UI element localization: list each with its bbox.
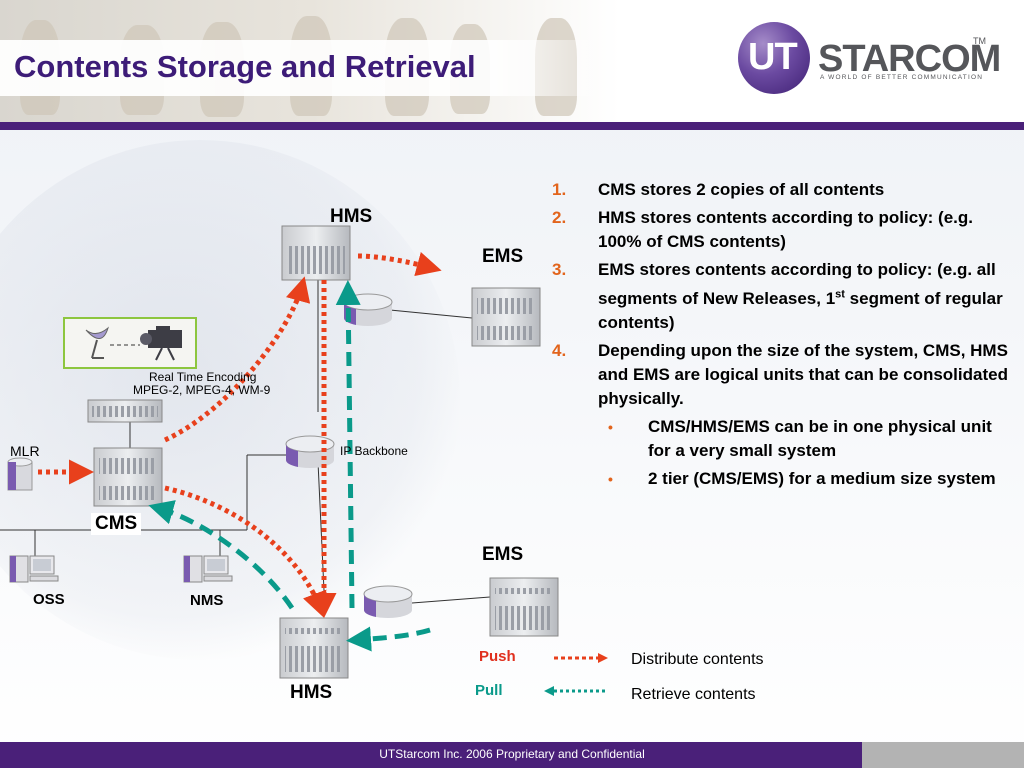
note-number: 3. (552, 260, 567, 279)
note-text: Depending upon the size of the system, C… (598, 340, 1008, 408)
note-text-end: segment of regular contents) (598, 288, 1003, 332)
legend-pull-label: Pull (475, 682, 503, 699)
legend-push-label: Push (479, 648, 516, 665)
push-arrows (38, 251, 442, 618)
encoding-source-box (63, 317, 197, 369)
note-number: 2. (552, 208, 567, 227)
logo-tm: TM (973, 36, 986, 46)
note-superscript: st (835, 288, 845, 300)
header: Contents Storage and Retrieval UT STARCO… (0, 0, 1024, 122)
ems-top-label: EMS (482, 246, 524, 267)
note-text-start: EMS stores contents according to policy:… (598, 260, 996, 308)
footer-text: UTStarcom Inc. 2006 Proprietary and Conf… (379, 747, 645, 761)
cms-server (93, 447, 163, 507)
notes-list: 1. CMS stores 2 copies of all contents 2… (552, 178, 1012, 495)
encoder-server (87, 399, 163, 423)
router-ip-backbone (285, 435, 335, 468)
router-top (343, 293, 393, 326)
bullet-icon: • (608, 470, 613, 487)
nms-workstation (183, 555, 233, 583)
bullet-icon: • (608, 418, 613, 435)
ems-top-server (471, 287, 541, 347)
note-number: 4. (552, 340, 567, 360)
note-text: HMS stores contents according to policy:… (598, 208, 973, 251)
oss-workstation (9, 555, 59, 583)
network-diagram (0, 225, 559, 679)
hms-top-label: HMS (330, 206, 373, 227)
sub-note-text: 2 tier (CMS/EMS) for a medium size syste… (648, 468, 996, 488)
ip-backbone-label: IP Backbone (340, 444, 408, 458)
note-item: 2. HMS stores contents according to poli… (552, 206, 1012, 254)
push-arrow-hms-to-ems-top (357, 251, 442, 277)
encoding-label-line1: Real Time Encoding (149, 370, 257, 384)
video-camera-icon (140, 326, 182, 361)
hms-bottom-label: HMS (290, 682, 333, 703)
sub-note-text: CMS/HMS/EMS can be in one physical unit … (648, 416, 992, 460)
satellite-dish-icon (85, 326, 109, 359)
logo-ut: UT (748, 36, 798, 78)
nms-label: NMS (190, 592, 224, 609)
title-band (0, 40, 620, 96)
note-text: EMS stores contents according to policy:… (598, 260, 1003, 332)
legend-pull-arrow (544, 686, 608, 696)
mlr-storage (7, 457, 33, 491)
hms-top-server (281, 225, 351, 281)
pull-arrow-hms-bottom-to-cms (148, 500, 295, 610)
sub-note-item: • CMS/HMS/EMS can be in one physical uni… (552, 415, 1012, 463)
note-number: 1. (552, 180, 567, 199)
logo-starcom: STARCOM (818, 38, 1001, 80)
legend-pull-description: Retrieve contents (631, 686, 756, 703)
header-rule (0, 122, 1024, 130)
pull-arrow-ems-to-hms-bottom (346, 626, 431, 652)
push-arrow-cms-to-hms-bottom (164, 485, 327, 618)
oss-label: OSS (33, 591, 65, 608)
note-item: 4. Depending upon the size of the system… (552, 339, 1012, 411)
utstarcom-logo: UT STARCOM TM A WORLD OF BETTER COMMUNIC… (738, 22, 1001, 96)
hms-bottom-server (279, 617, 349, 679)
pull-arrows (148, 280, 431, 652)
cms-label: CMS (91, 513, 142, 535)
note-item: 3. EMS stores contents according to poli… (552, 258, 1012, 335)
encoding-label-line2: MPEG-2, MPEG-4, WM-9 (133, 383, 271, 397)
pull-arrow-hms-bottom-to-hms-top (335, 280, 361, 609)
note-item: 1. CMS stores 2 copies of all contents (552, 178, 1012, 202)
router-bottom (363, 585, 413, 618)
note-text: CMS stores 2 copies of all contents (598, 180, 885, 199)
sub-note-item: • 2 tier (CMS/EMS) for a medium size sys… (552, 467, 1012, 491)
legend-arrows (544, 653, 608, 696)
push-arrow-cms-to-hms-top (163, 276, 311, 443)
ems-bottom-server (489, 577, 559, 637)
background-globe (0, 140, 460, 660)
ems-bottom-label: EMS (482, 544, 524, 565)
logo-tagline: A WORLD OF BETTER COMMUNICATION (820, 74, 984, 81)
legend-push-description: Distribute contents (631, 651, 764, 668)
footer-grey-block (862, 742, 1024, 768)
logo-sphere (738, 22, 810, 94)
page-title: Contents Storage and Retrieval (14, 49, 476, 84)
mlr-label: MLR (10, 443, 40, 459)
legend-push-arrow (554, 653, 608, 663)
footer-bar (0, 742, 862, 768)
